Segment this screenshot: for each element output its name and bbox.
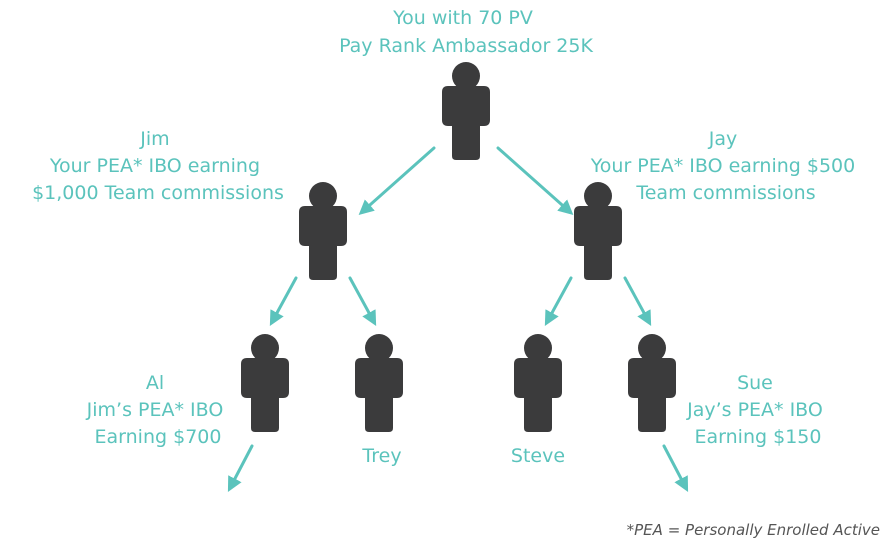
label-jim-line: $1,000 Team commissions [32, 182, 284, 204]
label-jim-line: Jim [139, 128, 169, 150]
arrow-you-to-jay [496, 146, 574, 215]
label-sue: Sue Jay’s PEA* IBO Earning $150 [686, 372, 829, 448]
label-jay-line: Your PEA* IBO earning $500 [590, 155, 856, 177]
arrow-jay-to-sue [623, 276, 652, 326]
label-trey-line: Trey [361, 445, 401, 467]
label-you-line: You with 70 PV [392, 7, 533, 29]
arrow-jim-to-al [269, 276, 298, 326]
label-al-line: Al [146, 372, 164, 394]
label-jim-line: Your PEA* IBO earning [49, 155, 260, 177]
label-you: You with 70 PV Pay Rank Ambassador 25K [339, 7, 593, 57]
person-icon-al [241, 334, 289, 432]
label-al-line: Jim’s PEA* IBO [86, 399, 224, 421]
label-jay: Jay Your PEA* IBO earning $500 Team comm… [590, 128, 862, 204]
label-trey: Trey [361, 445, 401, 467]
person-icon-sue [628, 334, 676, 432]
label-al: Al Jim’s PEA* IBO Earning $700 [86, 372, 230, 448]
arrow-you-to-jim [358, 146, 436, 215]
person-icon-jay [574, 182, 622, 280]
label-jim: Jim Your PEA* IBO earning $1,000 Team co… [32, 128, 284, 204]
person-icon-trey [355, 334, 403, 432]
label-jay-line: Team commissions [635, 182, 815, 204]
footnote: *PEA = Personally Enrolled Active [627, 521, 880, 539]
label-steve-line: Steve [511, 445, 565, 467]
label-you-line: Pay Rank Ambassador 25K [339, 35, 593, 57]
person-icon-steve [514, 334, 562, 432]
person-icon-you [442, 62, 490, 160]
label-jay-line: Jay [708, 128, 738, 150]
label-steve: Steve [511, 445, 565, 467]
arrow-jim-to-trey [348, 276, 377, 326]
label-al-line: Earning $700 [95, 426, 222, 448]
label-sue-line: Sue [737, 372, 773, 394]
arrow-al-downline [227, 444, 254, 492]
person-icon-jim [299, 182, 347, 280]
label-sue-line: Jay’s PEA* IBO [686, 399, 823, 421]
arrow-jay-to-steve [544, 276, 573, 326]
arrow-sue-downline [662, 444, 689, 492]
label-sue-line: Earning $150 [695, 426, 822, 448]
